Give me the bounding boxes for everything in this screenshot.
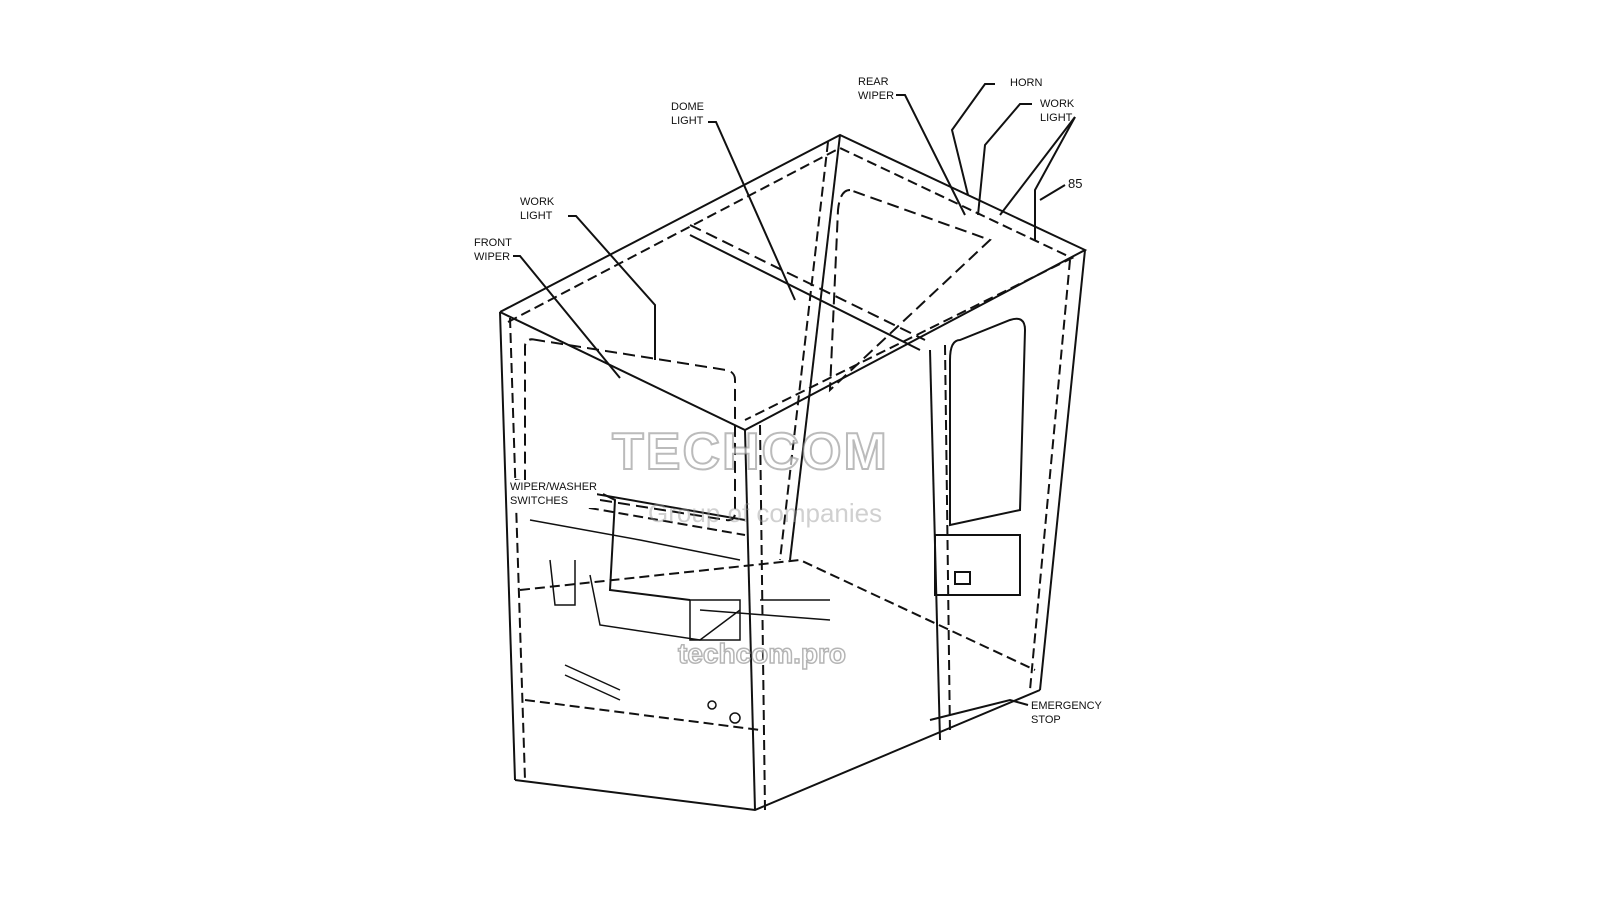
leader-lines: [513, 83, 1076, 721]
label-wiper-washer-switches: WIPER/WASHER SWITCHES: [510, 480, 597, 508]
reference-number: 85: [1068, 176, 1083, 191]
label-dome-light: DOME LIGHT: [671, 101, 704, 127]
label-work-light-front: WORK LIGHT: [520, 196, 555, 222]
watermark-url: techcom.pro: [677, 637, 847, 670]
cab-windows: [524, 188, 1027, 596]
label-front-wiper: FRONT WIPER: [474, 237, 512, 263]
watermark-brand: TECHCOM: [611, 422, 889, 482]
cab-console: [529, 519, 831, 724]
label-rear-wiper: REAR WIPER: [858, 76, 895, 102]
label-emergency-stop: EMERGENCY STOP: [1031, 700, 1102, 726]
label-work-light-rear: WORK LIGHT: [1040, 98, 1075, 124]
watermark-tagline: Group of companies: [648, 498, 883, 528]
label-horn: HORN: [1010, 77, 1043, 89]
cab-edges: [499, 134, 1086, 811]
cab-roof: [499, 133, 1088, 432]
